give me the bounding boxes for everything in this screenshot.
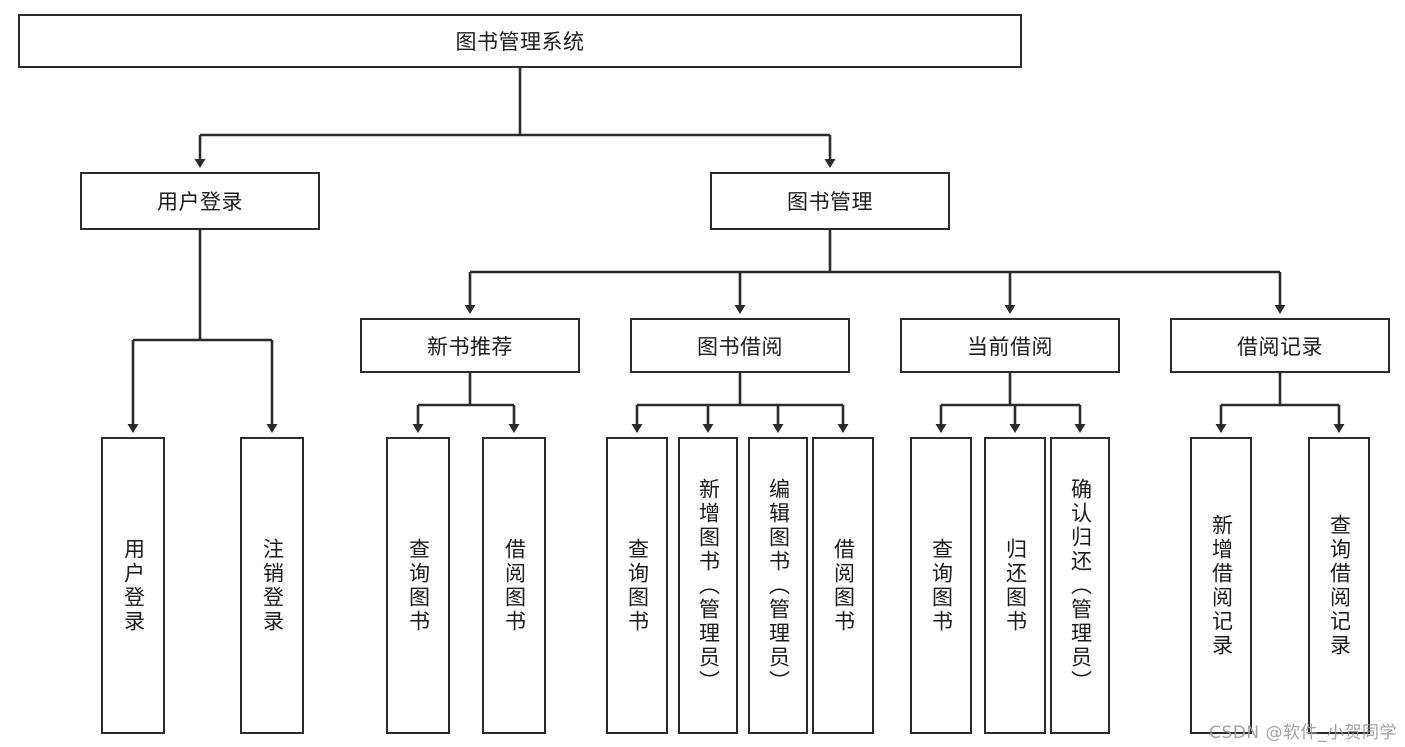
leaf-current-confirm-return-admin[interactable]: 确认归还（管理员） bbox=[1050, 437, 1110, 734]
leaf-borrow-lend-book-label: 借阅图书 bbox=[831, 537, 856, 634]
node-book-borrow-label: 图书借阅 bbox=[697, 334, 783, 359]
leaf-user-login[interactable]: 用户登录 bbox=[101, 437, 165, 734]
leaf-newbook-query-book-label: 查询图书 bbox=[406, 537, 431, 634]
node-book-management-label: 图书管理 bbox=[787, 190, 873, 214]
watermark: CSDN @软件_小贺同学 bbox=[1209, 723, 1397, 743]
node-user-login[interactable]: 用户登录 bbox=[80, 172, 320, 230]
leaf-borrow-add-book-admin-label: 新增图书（管理员） bbox=[696, 477, 721, 694]
node-new-book-recommend-label: 新书推荐 bbox=[427, 334, 513, 359]
leaf-logout[interactable]: 注销登录 bbox=[240, 437, 304, 734]
leaf-logout-label: 注销登录 bbox=[260, 537, 285, 634]
leaf-borrow-add-book-admin[interactable]: 新增图书（管理员） bbox=[678, 437, 738, 734]
leaf-current-query-book[interactable]: 查询图书 bbox=[910, 437, 972, 734]
node-borrow-records[interactable]: 借阅记录 bbox=[1170, 318, 1390, 373]
node-book-management[interactable]: 图书管理 bbox=[710, 172, 950, 230]
leaf-newbook-query-book[interactable]: 查询图书 bbox=[386, 437, 450, 734]
node-current-borrow[interactable]: 当前借阅 bbox=[900, 318, 1120, 373]
leaf-current-confirm-return-admin-label: 确认归还（管理员） bbox=[1068, 477, 1093, 694]
node-book-borrow[interactable]: 图书借阅 bbox=[630, 318, 850, 373]
leaf-borrow-query-book-label: 查询图书 bbox=[625, 537, 650, 634]
node-new-book-recommend[interactable]: 新书推荐 bbox=[360, 318, 580, 373]
node-root-label: 图书管理系统 bbox=[455, 30, 585, 54]
leaf-newbook-borrow-book[interactable]: 借阅图书 bbox=[482, 437, 546, 734]
node-root[interactable]: 图书管理系统 bbox=[18, 14, 1022, 68]
node-borrow-records-label: 借阅记录 bbox=[1237, 334, 1323, 359]
node-user-login-label: 用户登录 bbox=[157, 190, 243, 214]
leaf-records-query-record-label: 查询借阅记录 bbox=[1327, 513, 1352, 658]
leaf-current-return-book-label: 归还图书 bbox=[1003, 537, 1028, 634]
leaf-borrow-edit-book-admin-label: 编辑图书（管理员） bbox=[766, 477, 791, 694]
leaf-records-add-record[interactable]: 新增借阅记录 bbox=[1190, 437, 1252, 734]
node-current-borrow-label: 当前借阅 bbox=[967, 334, 1053, 359]
leaf-newbook-borrow-book-label: 借阅图书 bbox=[502, 537, 527, 634]
leaf-records-add-record-label: 新增借阅记录 bbox=[1209, 513, 1234, 658]
leaf-borrow-query-book[interactable]: 查询图书 bbox=[606, 437, 668, 734]
leaf-user-login-label: 用户登录 bbox=[121, 537, 146, 634]
leaf-records-query-record[interactable]: 查询借阅记录 bbox=[1308, 437, 1370, 734]
leaf-borrow-edit-book-admin[interactable]: 编辑图书（管理员） bbox=[748, 437, 808, 734]
leaf-current-return-book[interactable]: 归还图书 bbox=[984, 437, 1046, 734]
leaf-borrow-lend-book[interactable]: 借阅图书 bbox=[812, 437, 874, 734]
leaf-current-query-book-label: 查询图书 bbox=[929, 537, 954, 634]
